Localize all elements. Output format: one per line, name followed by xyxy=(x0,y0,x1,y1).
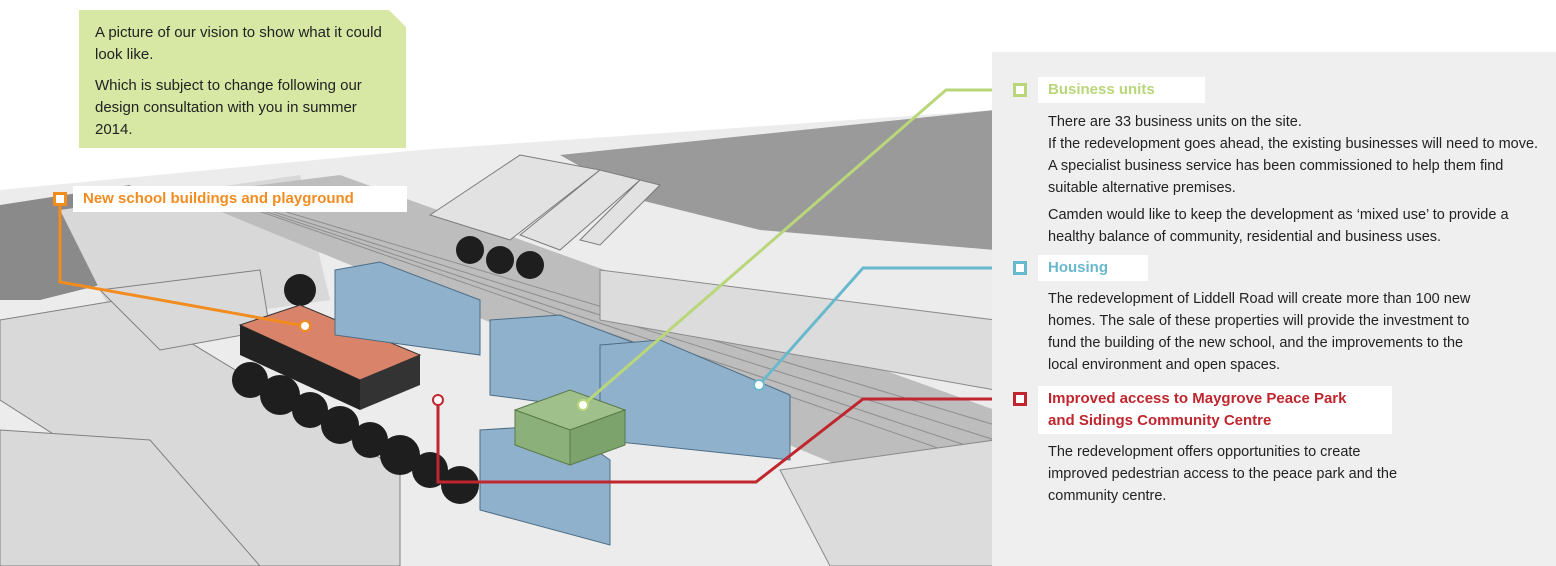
access-leader-line xyxy=(436,397,1013,484)
business-description: There are 33 business units on the site.… xyxy=(1048,111,1548,253)
school-side xyxy=(240,325,360,410)
school-leader-line xyxy=(58,199,306,328)
business-dot xyxy=(577,399,589,411)
housing-dot xyxy=(753,379,765,391)
access-description: The redevelopment offers opportunities t… xyxy=(1048,441,1418,512)
housing-marker xyxy=(1013,261,1027,275)
school-dot xyxy=(299,320,311,332)
housing-label: Housing xyxy=(1038,255,1148,281)
access-label-line2: and Sidings Community Centre xyxy=(1048,412,1272,429)
access-dot xyxy=(432,394,444,406)
vision-note: A picture of our vision to show what it … xyxy=(79,10,406,148)
terraced-blocks-back xyxy=(428,154,661,251)
access-marker xyxy=(1013,392,1027,406)
housing-description: The redevelopment of Liddell Road will c… xyxy=(1048,288,1488,381)
access-label-line1: Improved access to Maygrove Peace Park xyxy=(1048,390,1347,407)
access-label: Improved access to Maygrove Peace Park a… xyxy=(1038,386,1392,434)
info-panel xyxy=(992,52,1556,566)
access-text-1: The redevelopment offers opportunities t… xyxy=(1048,444,1398,504)
housing-text-1: The redevelopment of Liddell Road will c… xyxy=(1048,291,1471,373)
business-text-3: Camden would like to keep the developmen… xyxy=(1048,207,1509,245)
dark-ground-right xyxy=(560,110,995,250)
school-marker xyxy=(53,192,67,206)
business-marker xyxy=(1013,83,1027,97)
vision-note-line1: A picture of our vision to show what it … xyxy=(95,24,382,63)
business-leader-line xyxy=(582,88,1013,407)
business-label: Business units xyxy=(1038,77,1205,103)
housing-leader-line xyxy=(757,266,1013,386)
school-label: New school buildings and playground xyxy=(73,186,407,212)
business-text-1: There are 33 business units on the site. xyxy=(1048,114,1302,130)
business-block-front xyxy=(569,409,626,466)
vision-note-line2: Which is subject to change following our… xyxy=(95,77,362,138)
terraced-blocks-left xyxy=(0,269,401,566)
school-front xyxy=(360,355,420,410)
business-text-2: If the redevelopment goes ahead, the exi… xyxy=(1048,136,1539,196)
terraced-blocks-right xyxy=(599,269,996,566)
